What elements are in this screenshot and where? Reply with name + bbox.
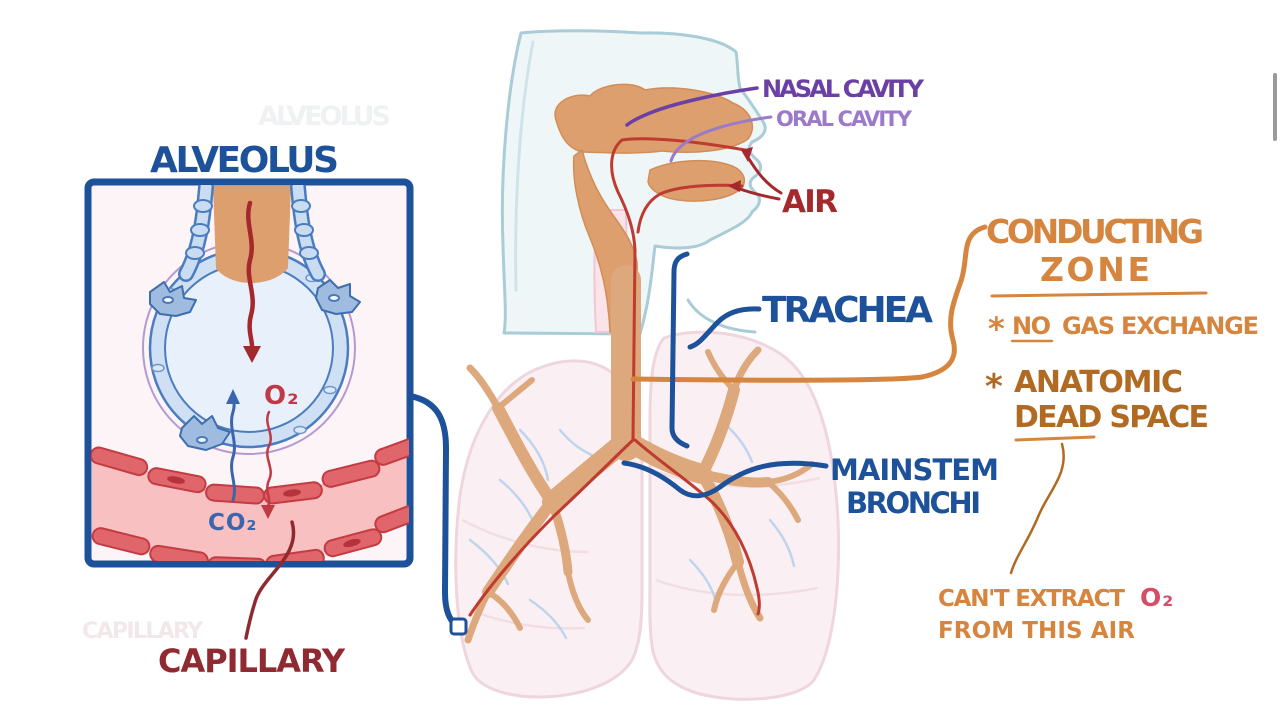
oral-cavity-connector xyxy=(669,115,773,163)
oral-cavity-label: ORAL CAVITY xyxy=(776,107,913,131)
cant-extract-o2: O₂ xyxy=(1140,583,1174,612)
dead-space-text: DEAD SPACE xyxy=(1014,400,1210,435)
alveolar-cells xyxy=(149,279,361,451)
cant-extract-text: CAN'T EXTRACT xyxy=(938,586,1126,612)
conducting-zone-underline xyxy=(990,291,1208,298)
trachea-bracket xyxy=(669,251,690,449)
conducting-zone-title-line1: CONDUCTING xyxy=(986,212,1205,251)
from-this-air-text: FROM THIS AIR xyxy=(938,618,1136,644)
no-word: NO xyxy=(1012,312,1052,340)
capillary-connector xyxy=(244,520,296,640)
air-label: AIR xyxy=(782,184,839,220)
anatomic-bullet: * xyxy=(985,367,1004,407)
trachea-connector xyxy=(687,306,762,350)
dead-space-underline xyxy=(1014,435,1096,442)
o2-label: O₂ xyxy=(264,381,300,411)
capillary-band xyxy=(91,433,409,561)
capillary-label: CAPILLARY xyxy=(158,642,346,680)
right-edge-scrollbar-thumb[interactable] xyxy=(1273,73,1277,141)
conducting-zone-notes: CONDUCTING ZONE * NO GAS EXCHANGE * ANAT… xyxy=(938,212,1260,644)
gas-exchange-text: GAS EXCHANGE xyxy=(1062,312,1260,340)
no-gas-exchange-bullet: * xyxy=(988,310,1006,348)
head-inner-line xyxy=(514,40,535,292)
o2-diffusion-arrow xyxy=(261,410,275,519)
oral-cavity-shape xyxy=(647,159,746,202)
co2-diffusion-arrow xyxy=(226,389,240,502)
co2-label: CO₂ xyxy=(208,510,258,536)
air-arrows xyxy=(728,147,783,201)
inhaled-air-arrow xyxy=(243,200,261,363)
inset-airway-walls xyxy=(178,185,326,282)
mainstem-bronchi-label-line2: BRONCHI xyxy=(846,486,982,520)
alveolus-inset: ALVEOLUS xyxy=(84,140,414,568)
nasal-cavity-connector xyxy=(625,86,759,127)
nasal-cavity-label: NASAL CAVITY xyxy=(762,75,925,103)
right-lung xyxy=(648,330,841,701)
ghost-capillary-text: CAPILLARY xyxy=(82,619,204,644)
alveolus-title: ALVEOLUS xyxy=(150,140,340,181)
inset-connector xyxy=(407,393,459,628)
anatomic-text: ANATOMIC xyxy=(1014,365,1184,400)
conducting-zone-title-line2: ZONE xyxy=(1040,250,1151,289)
ghost-alveolus-text: ALVEOLUS xyxy=(258,101,392,132)
dead-space-connector xyxy=(1009,442,1065,575)
mainstem-bronchi-label-line1: MAINSTEM xyxy=(830,453,1000,487)
trachea-label: TRACHEA xyxy=(762,290,934,331)
inset-target-marker xyxy=(449,617,468,636)
mainstem-bronchi-connector xyxy=(621,460,829,499)
conducting-zone-connector xyxy=(630,224,988,383)
lungs xyxy=(454,330,841,701)
